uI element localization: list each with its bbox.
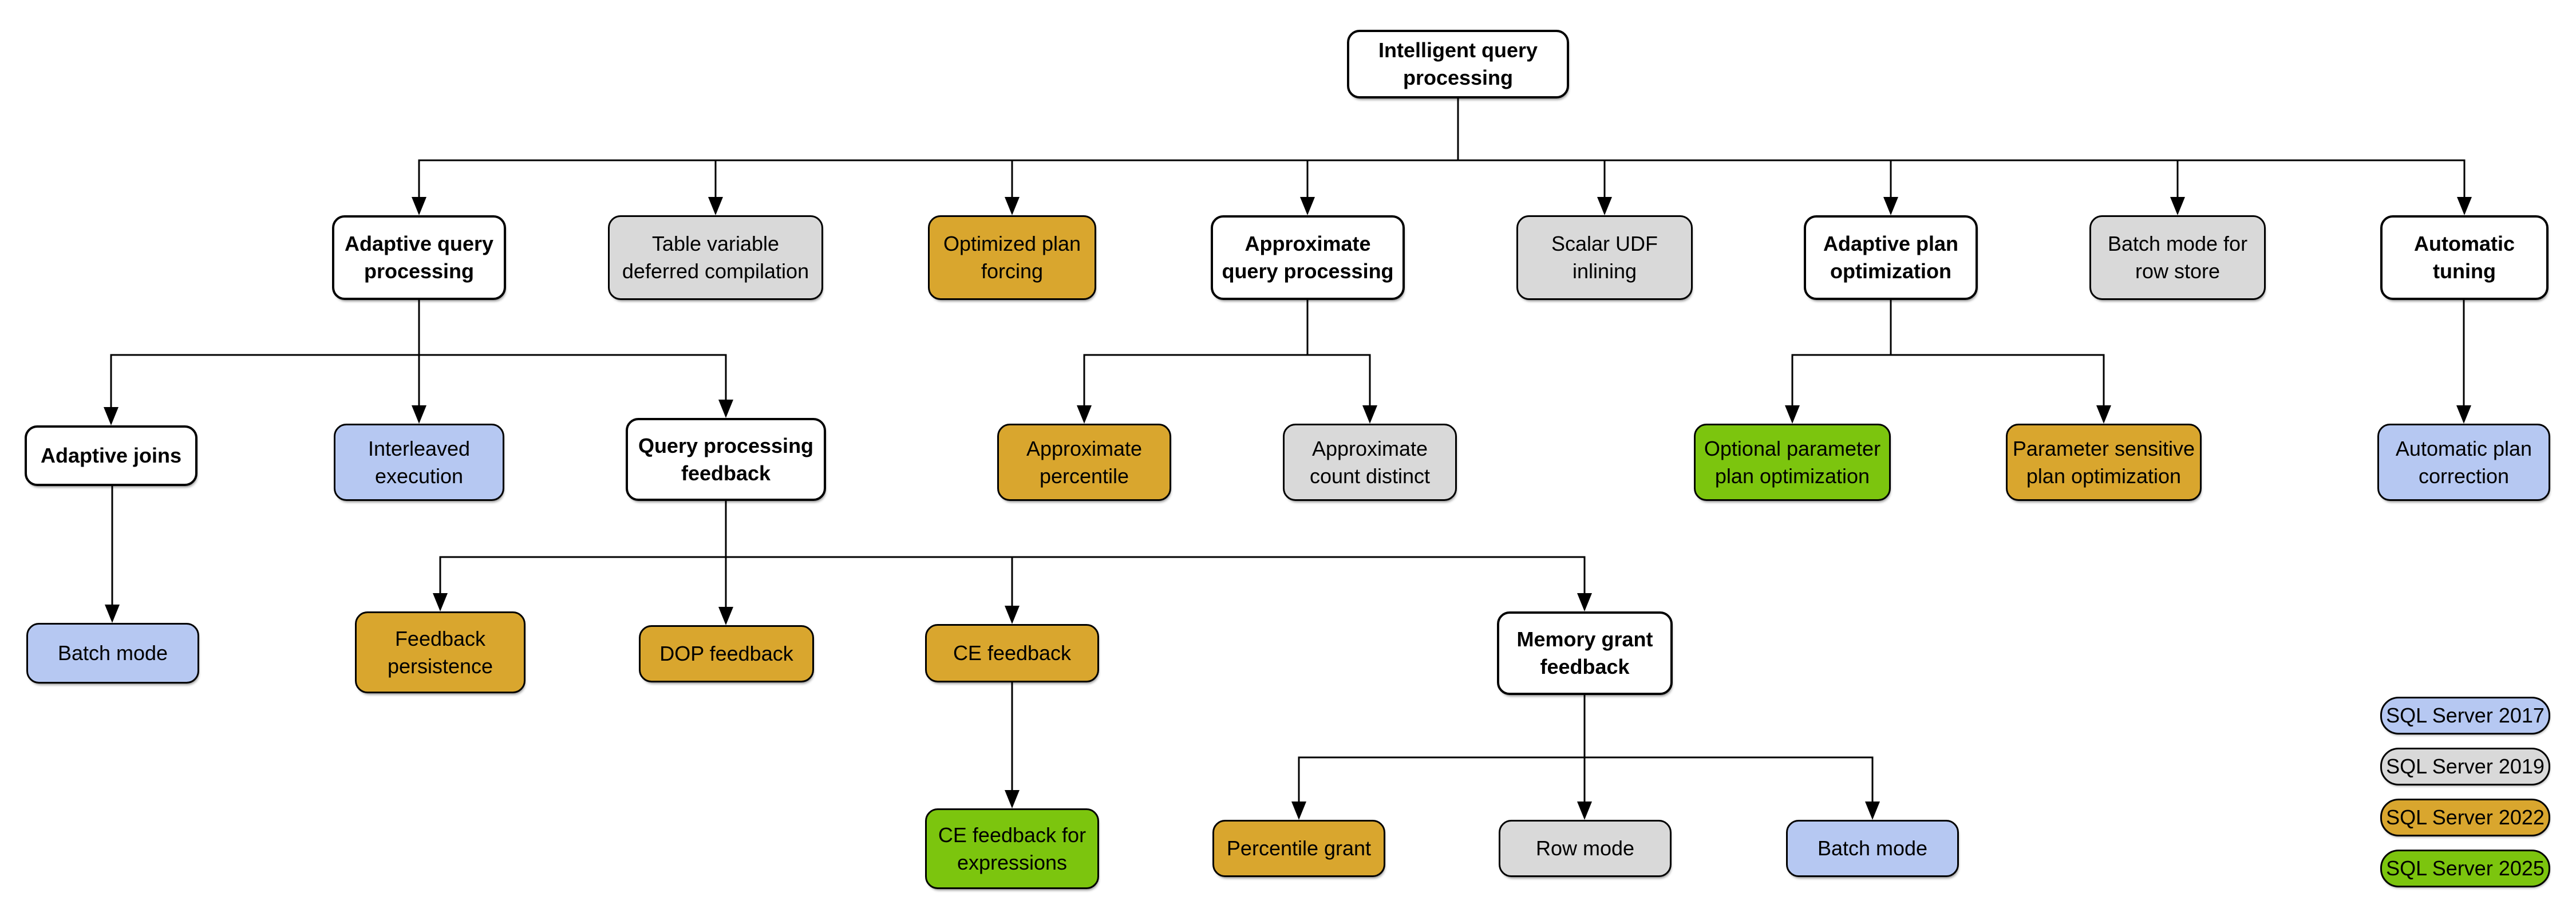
node-approximate-percentile: Approximate percentile (997, 424, 1171, 501)
connector-group-2 (1077, 300, 1377, 424)
node-automatic-tuning: Automatic tuning (2380, 215, 2549, 300)
connector-group-3 (1785, 300, 2111, 424)
connector-group-1 (104, 300, 733, 425)
arrowhead-icon (1577, 802, 1592, 820)
node-batch-mode-memory-grant: Batch mode (1786, 820, 1959, 877)
node-batch-mode-for-row-store: Batch mode for row store (2089, 215, 2266, 300)
node-automatic-plan-correction: Automatic plan correction (2377, 424, 2550, 501)
connector-group-5 (105, 486, 120, 623)
arrowhead-icon (2456, 405, 2471, 424)
arrowhead-icon (1300, 197, 1315, 215)
arrowhead-icon (1005, 197, 1020, 215)
node-row-mode: Row mode (1499, 820, 1672, 877)
connector-group-8 (1291, 695, 1880, 820)
arrowhead-icon (718, 400, 733, 418)
arrowhead-icon (1577, 593, 1592, 611)
node-scalar-udf-inlining: Scalar UDF inlining (1516, 215, 1693, 300)
arrowhead-icon (2457, 197, 2472, 215)
node-query-processing-feedback: Query processing feedback (626, 418, 826, 501)
arrowhead-icon (105, 605, 120, 623)
connector-group-4 (2456, 300, 2471, 424)
legend-item-sql2022: SQL Server 2022 (2380, 799, 2550, 836)
node-adaptive-joins: Adaptive joins (25, 425, 197, 486)
arrowhead-icon (1865, 802, 1880, 820)
node-percentile-grant: Percentile grant (1212, 820, 1385, 877)
node-memory-grant-feedback: Memory grant feedback (1497, 611, 1673, 695)
arrowhead-icon (1005, 606, 1020, 624)
arrowhead-icon (718, 607, 733, 625)
node-approximate-count-distinct: Approximate count distinct (1283, 424, 1457, 501)
connector-group-6 (433, 501, 1592, 625)
arrowhead-icon (412, 197, 426, 215)
arrowhead-icon (104, 407, 118, 425)
node-ce-feedback: CE feedback (925, 624, 1099, 682)
arrowhead-icon (1785, 405, 1800, 424)
node-optional-parameter-plan-optimization: Optional parameter plan optimization (1694, 424, 1891, 501)
arrowhead-icon (412, 405, 426, 424)
node-adaptive-query-processing: Adaptive query processing (332, 215, 506, 300)
arrowhead-icon (1883, 197, 1898, 215)
connector-group-0 (412, 98, 2472, 215)
legend-item-sql2017: SQL Server 2017 (2380, 697, 2550, 735)
arrowhead-icon (1291, 802, 1306, 820)
arrowhead-icon (1597, 197, 1612, 215)
connector-group-7 (1005, 682, 1020, 808)
node-dop-feedback: DOP feedback (639, 625, 814, 682)
legend-item-sql2025: SQL Server 2025 (2380, 850, 2550, 887)
arrowhead-icon (2170, 197, 2185, 215)
node-intelligent-query-processing: Intelligent query processing (1347, 30, 1569, 98)
node-ce-feedback-for-expressions: CE feedback for expressions (925, 808, 1099, 889)
arrowhead-icon (2096, 405, 2111, 424)
arrowhead-icon (1362, 405, 1377, 424)
node-optimized-plan-forcing: Optimized plan forcing (928, 215, 1096, 300)
arrowhead-icon (433, 593, 448, 611)
legend-item-sql2019: SQL Server 2019 (2380, 748, 2550, 785)
node-approximate-query-processing: Approximate query processing (1211, 215, 1405, 300)
node-adaptive-plan-optimization: Adaptive plan optimization (1804, 215, 1978, 300)
node-parameter-sensitive-plan-optimization: Parameter sensitive plan optimization (2006, 424, 2202, 501)
node-feedback-persistence: Feedback persistence (355, 611, 526, 693)
arrowhead-icon (708, 197, 723, 215)
node-table-variable-deferred-compilation: Table variable deferred compilation (608, 215, 823, 300)
arrowhead-icon (1005, 790, 1020, 808)
arrowhead-icon (1077, 405, 1092, 424)
node-interleaved-execution: Interleaved execution (334, 424, 504, 501)
node-batch-mode-adaptive-joins: Batch mode (26, 623, 199, 684)
